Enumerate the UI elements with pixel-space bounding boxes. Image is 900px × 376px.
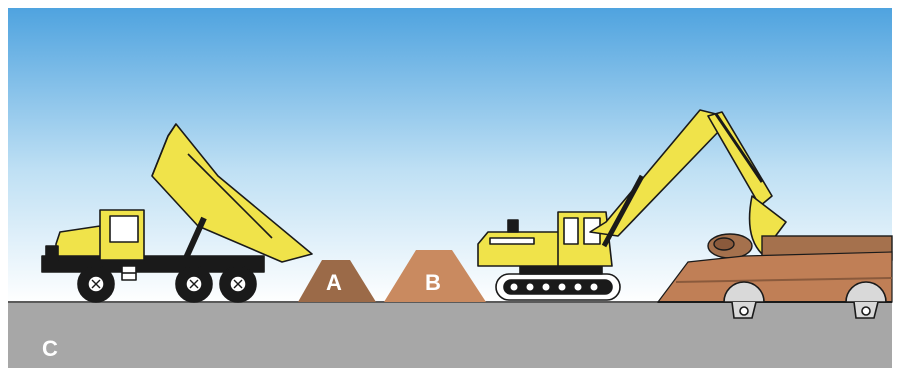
pile-a-label: A (326, 270, 342, 295)
pile-b-label: B (425, 270, 441, 295)
layer-c-label: C (42, 336, 58, 361)
ground-layer-c (8, 302, 892, 368)
